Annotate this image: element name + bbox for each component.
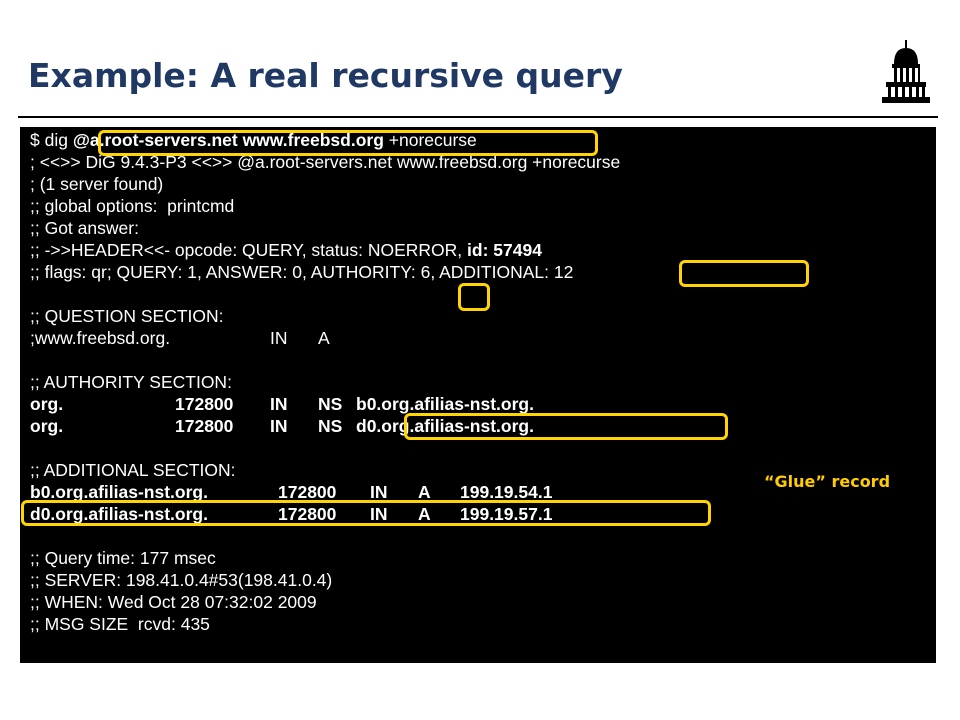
additional-record: b0.org.afilias-nst.org. 172800 IN A 199.19.5… [30, 481, 552, 503]
record-ttl: 172800 [278, 482, 337, 502]
record-type: A [418, 504, 431, 524]
record-type: NS [318, 394, 343, 414]
terminal-line-msg-size: ;; MSG SIZE rcvd: 435 [30, 614, 210, 634]
terminal-line-command: $ dig @a.root-servers.net www.freebsd.or… [30, 129, 477, 151]
terminal-line-when: ;; WHEN: Wed Oct 28 07:32:02 2009 [30, 592, 317, 612]
command-target: @a.root-servers.net www.freebsd.org [72, 130, 384, 150]
highlight-ns-record [404, 413, 728, 440]
record-data: 199.19.54.1 [460, 482, 553, 502]
record-name: d0.org.afilias-nst.org. [30, 504, 208, 524]
terminal-line-authority-section: ;; AUTHORITY SECTION: [30, 372, 232, 392]
highlight-glue-record [21, 500, 711, 526]
terminal-line-flags: ;; flags: qr; QUERY: 1, ANSWER: 0, AUTHO… [30, 262, 574, 282]
authority-record: org. 172800 IN NS d0.org.afilias-nst.org. [30, 415, 534, 437]
terminal-line-question-section: ;; QUESTION SECTION: [30, 306, 224, 326]
title-divider [18, 116, 938, 118]
authority-record: org. 172800 IN NS b0.org.afilias-nst.org. [30, 393, 534, 415]
terminal-line-got-answer: ;; Got answer: [30, 218, 139, 238]
terminal-line-servers: ; (1 server found) [30, 174, 164, 194]
command-flag: +norecurse [383, 130, 477, 150]
terminal-line-query-time: ;; Query time: 177 msec [30, 548, 216, 568]
terminal-line-header: ;; ->>HEADER<<- opcode: QUERY, status: N… [30, 239, 542, 261]
slide-title: Example: A real recursive query [28, 56, 623, 95]
highlight-answer-count [458, 283, 490, 311]
highlight-additional-count [679, 260, 809, 287]
record-name: org. [30, 416, 64, 436]
terminal-line-options: ;; global options: printcmd [30, 196, 235, 216]
question-type: A [318, 328, 330, 348]
question-name: ;www.freebsd.org. [30, 328, 171, 348]
question-class: IN [270, 328, 288, 348]
record-ttl: 172800 [175, 416, 234, 436]
record-ttl: 172800 [278, 504, 337, 524]
record-class: IN [270, 394, 288, 414]
record-ttl: 172800 [175, 394, 234, 414]
record-name: b0.org.afilias-nst.org. [30, 482, 208, 502]
highlight-server-query [98, 130, 598, 156]
record-data: b0.org.afilias-nst.org. [356, 394, 534, 414]
record-class: IN [270, 416, 288, 436]
record-data: d0.org.afilias-nst.org. [356, 416, 534, 436]
terminal-line-question: ;www.freebsd.org. IN A [30, 327, 330, 349]
record-data: 199.19.57.1 [460, 504, 553, 524]
terminal-line-additional-section: ;; ADDITIONAL SECTION: [30, 460, 236, 480]
query-id: id: 57494 [467, 240, 542, 260]
terminal-line-server: ;; SERVER: 198.41.0.4#53(198.41.0.4) [30, 570, 333, 590]
terminal-output [20, 127, 936, 663]
record-type: A [418, 482, 431, 502]
record-class: IN [370, 482, 388, 502]
header-text: ;; ->>HEADER<<- opcode: QUERY, status: N… [30, 240, 468, 260]
command-prefix: $ dig [30, 130, 73, 150]
record-name: org. [30, 394, 64, 414]
terminal-line-version: ; <<>> DiG 9.4.3-P3 <<>> @a.root-servers… [30, 152, 621, 172]
record-class: IN [370, 504, 388, 524]
capitol-building-icon [882, 40, 930, 103]
record-type: NS [318, 416, 343, 436]
glue-record-label: “Glue” record [764, 472, 891, 491]
additional-record: d0.org.afilias-nst.org. 172800 IN A 199.19.5… [30, 503, 552, 525]
